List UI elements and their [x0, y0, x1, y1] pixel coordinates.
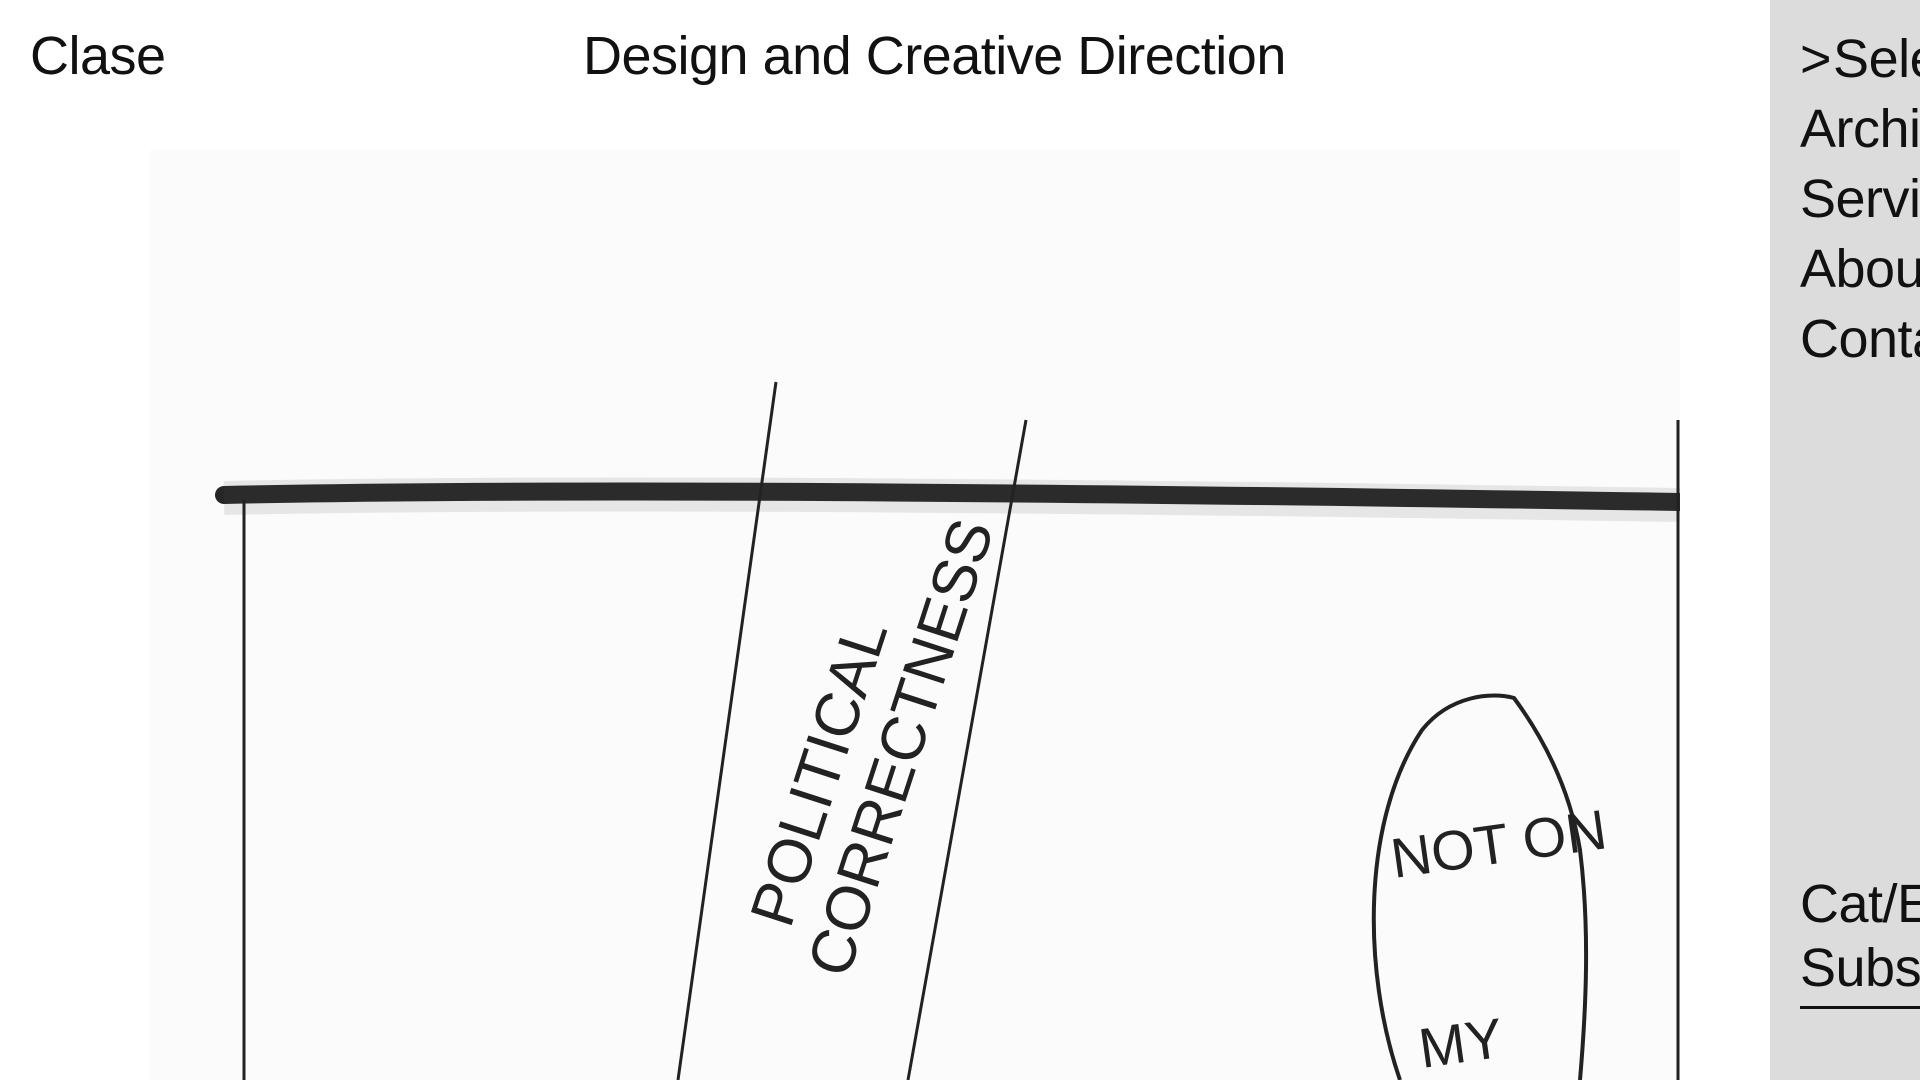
nav-item-contact[interactable]: Contact — [1800, 304, 1920, 374]
nav-item-archive[interactable]: Archive — [1800, 94, 1920, 164]
primary-nav: >Selected Archive Services About Contact — [1800, 24, 1920, 374]
sketch-horizontal-band — [215, 482, 1680, 511]
nav-item-about[interactable]: About — [1800, 234, 1920, 304]
nav-link-selected[interactable]: >Selected — [1800, 29, 1920, 89]
sketch-slant-left — [676, 381, 778, 1080]
active-chevron-icon: > — [1800, 29, 1832, 89]
nav-link-services[interactable]: Services — [1800, 169, 1920, 229]
sidebar-footer: Cat/En Subscribe — [1800, 872, 1920, 1009]
nav-link-about[interactable]: About — [1800, 239, 1920, 299]
sidebar: >Selected Archive Services About Contact… — [1770, 0, 1920, 1080]
nav-item-label: Selected — [1833, 29, 1920, 89]
nav-link-contact[interactable]: Contact — [1800, 309, 1920, 369]
page-title: Design and Creative Direction — [583, 26, 1286, 86]
nav-item-selected[interactable]: >Selected — [1800, 24, 1920, 94]
nav-item-services[interactable]: Services — [1800, 164, 1920, 234]
nav-link-archive[interactable]: Archive — [1800, 99, 1920, 159]
speech-bubble-outline — [1371, 693, 1589, 1080]
project-image: POLITICAL CORRECTNESS NOT ON MY — [150, 150, 1680, 1080]
main-area: Clase Design and Creative Direction POLI… — [30, 26, 1680, 1080]
sketch-slant-right — [906, 419, 1028, 1080]
hand-drawn-sketch-illustration: POLITICAL CORRECTNESS NOT ON MY — [215, 381, 1680, 1080]
language-switch-link[interactable]: Cat/En — [1800, 874, 1920, 934]
brand-logo-link[interactable]: Clase — [30, 26, 166, 86]
speech-bubble-text-1: NOT ON — [1387, 797, 1610, 890]
subscribe-link[interactable]: Subscribe — [1800, 936, 1920, 1009]
speech-bubble-text-2: MY — [1415, 1006, 1507, 1080]
